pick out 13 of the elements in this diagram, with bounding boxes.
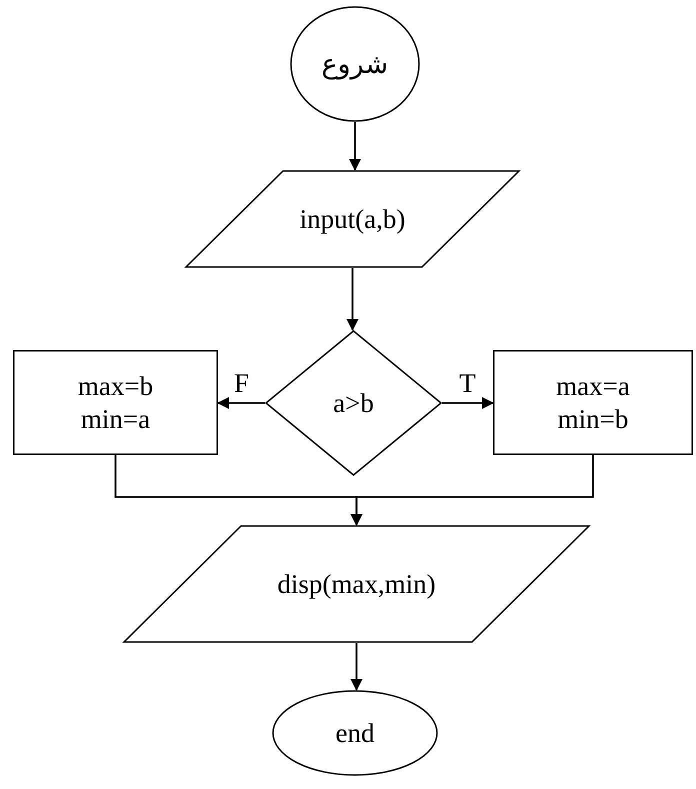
node-label: max=b min=a	[76, 370, 154, 435]
arrow	[350, 455, 594, 526]
node-label: max=a min=b	[555, 370, 631, 435]
node-label: شروع	[322, 48, 388, 80]
node-label: end	[336, 716, 374, 750]
arrow	[442, 397, 494, 409]
arrow	[349, 122, 361, 171]
arrow	[346, 268, 358, 331]
arrow	[350, 643, 362, 691]
node-label: a>b	[333, 386, 374, 420]
node-label: disp(max,min)	[277, 568, 436, 600]
node-label: input(a,b)	[300, 202, 406, 236]
arrow	[217, 397, 265, 409]
